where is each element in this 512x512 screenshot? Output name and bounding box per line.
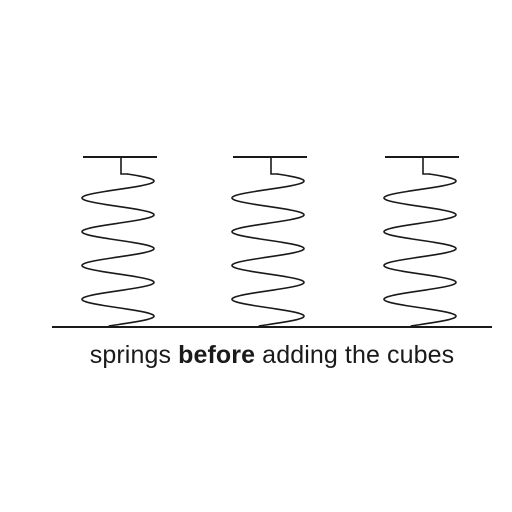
spring-coil [81,173,155,327]
caption-prefix: springs [89,341,179,369]
caption-emphasis: before [178,341,256,369]
spring-stem [120,157,128,175]
spring-2 [231,156,307,327]
spring-stem [422,157,430,175]
springs-group [81,156,459,327]
caption-suffix: adding the cubes [255,341,455,369]
spring-stem [270,157,278,175]
spring-3 [383,156,459,327]
spring-coil [231,173,305,327]
spring-1 [81,156,157,327]
caption: springs before adding the cubes [0,341,512,370]
spring-coil [383,173,457,327]
